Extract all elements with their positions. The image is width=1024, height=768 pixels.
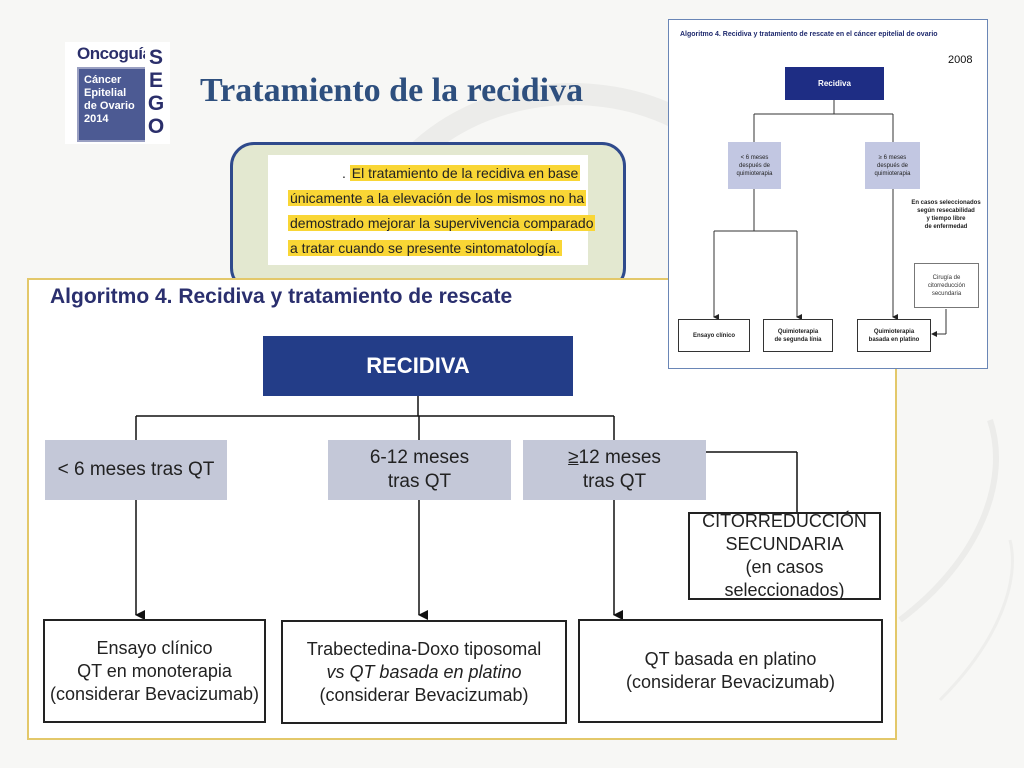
algorithm-title: Algoritmo 4. Recidiva y tratamiento de r… bbox=[50, 285, 513, 308]
reference-surgery-label: citorreducción bbox=[927, 282, 966, 289]
sego-letter: S bbox=[148, 46, 163, 69]
logo-line: 2014 bbox=[84, 113, 109, 125]
reference-surgery-label: secundaria bbox=[931, 290, 962, 297]
reference-outcome-node: Quimioterapia basada en platino bbox=[857, 319, 931, 352]
reference-branch-left: < 6 meses después de quimioterapia bbox=[728, 142, 781, 189]
reference-branch-label: ≥ 6 meses bbox=[878, 154, 907, 161]
reference-branch-right: ≥ 6 meses después de quimioterapia bbox=[865, 142, 920, 189]
branch-ge12-node: ≥12 meses tras QT bbox=[523, 440, 706, 500]
outcome-label: Trabectedina-Doxo tiposomal bbox=[306, 638, 542, 659]
ge-symbol: ≥ bbox=[568, 447, 579, 468]
outcome-label: (considerar Bevacizumab) bbox=[625, 672, 836, 692]
sego-logo: S E G O bbox=[145, 46, 167, 142]
sego-letter: G bbox=[147, 92, 165, 115]
excerpt-line: demostrado mejorar la supervivencia comp… bbox=[288, 215, 596, 231]
reference-outcome-node: Ensayo clínico bbox=[678, 319, 750, 352]
reference-note-line: En casos seleccionados bbox=[911, 200, 981, 206]
outcome-label: vs QT basada en platino bbox=[326, 661, 522, 682]
outcome-label: (considerar Bevacizumab) bbox=[49, 683, 260, 704]
logo-line: Cáncer bbox=[84, 74, 122, 86]
excerpt-card: . El tratamiento de la recidiva en base … bbox=[268, 155, 596, 265]
branch-label-text: 12 meses bbox=[578, 447, 661, 468]
branch-lt6-node: < 6 meses tras QT bbox=[45, 440, 227, 500]
branch-label: < 6 meses tras QT bbox=[57, 459, 215, 480]
excerpt-highlight: a tratar cuando se presente sintomatolog… bbox=[288, 240, 563, 256]
reference-outcome-label: basada en platino bbox=[868, 336, 920, 343]
outcome-label: QT en monoterapia bbox=[77, 660, 232, 681]
branch-label: tras QT bbox=[582, 471, 647, 492]
logo-box: Cáncer Epitelial de Ovario 2014 bbox=[77, 67, 157, 142]
cito-label: CITORREDUCCIÓN bbox=[702, 511, 867, 531]
reference-branch-label: después de bbox=[738, 162, 771, 169]
excerpt-highlight: demostrado mejorar la supervivencia comp… bbox=[288, 215, 596, 231]
outcome-node: Trabectedina-Doxo tiposomal vs QT basada… bbox=[281, 620, 567, 724]
slide-title: Tratamiento de la recidiva bbox=[200, 72, 584, 109]
cito-label: SECUNDARIA bbox=[725, 534, 844, 554]
excerpt-highlight: únicamente a la elevación de los mismos … bbox=[288, 190, 587, 206]
excerpt-line: . El tratamiento de la recidiva en base bbox=[342, 165, 581, 181]
reference-note: En casos seleccionados según resecabilid… bbox=[906, 199, 986, 231]
excerpt-line: a tratar cuando se presente sintomatolog… bbox=[288, 240, 563, 256]
branch-label: 6-12 meses bbox=[369, 447, 470, 468]
excerpt-prefix: . bbox=[342, 165, 350, 181]
reference-outcome-label: Quimioterapia bbox=[777, 328, 819, 335]
reference-surgery-label: Cirugía de bbox=[932, 274, 961, 281]
outcome-label: QT basada en platino bbox=[644, 649, 817, 669]
reference-note-line: y tiempo libre bbox=[926, 216, 966, 222]
branch-label: ≥12 meses bbox=[568, 446, 661, 470]
reference-branch-label: < 6 meses bbox=[740, 154, 769, 161]
reference-note-line: según resecabilidad bbox=[917, 208, 975, 214]
reference-outcome-label: Ensayo clínico bbox=[692, 332, 735, 339]
reference-note-line: de enfermedad bbox=[924, 224, 968, 230]
logo-brand: Oncoguía bbox=[77, 44, 152, 63]
reference-branch-label: después de bbox=[876, 162, 909, 169]
reference-branch-label: quimioterapia bbox=[874, 170, 911, 177]
sego-letter: O bbox=[147, 115, 165, 138]
outcome-label: Ensayo clínico bbox=[96, 637, 213, 658]
branch-label: tras QT bbox=[387, 471, 452, 492]
reference-outcome-label: Quimioterapia bbox=[873, 328, 915, 335]
recidiva-root-node: RECIDIVA bbox=[263, 336, 573, 396]
oncoguia-logo: Oncoguía Cáncer Epitelial de Ovario 2014… bbox=[65, 42, 170, 144]
reference-surgery-node: Cirugía de citorreducción secundaria bbox=[914, 263, 979, 308]
reference-outcome-node: Quimioterapia de segunda línia bbox=[763, 319, 833, 352]
citorreduccion-node: CITORREDUCCIÓN SECUNDARIA (en casos sele… bbox=[688, 511, 881, 600]
sego-letter: E bbox=[148, 69, 163, 92]
outcome-node: Ensayo clínico QT en monoterapia (consid… bbox=[43, 619, 266, 723]
branch-6-12-node: 6-12 meses tras QT bbox=[328, 440, 511, 500]
reference-outcome-label: de segunda línia bbox=[774, 336, 822, 343]
reference-figure-year: 2008 bbox=[948, 54, 973, 66]
excerpt-line: únicamente a la elevación de los mismos … bbox=[288, 190, 587, 206]
outcome-node: QT basada en platino (considerar Bevaciz… bbox=[578, 619, 883, 723]
outcome-label: (considerar Bevacizumab) bbox=[319, 684, 529, 705]
excerpt-highlight: El tratamiento de la recidiva en base bbox=[349, 165, 581, 181]
reference-figure-title: Algoritmo 4. Recidiva y tratamiento de r… bbox=[680, 31, 938, 38]
reference-recidiva-node: Recidiva bbox=[785, 67, 884, 100]
reference-branch-label: quimioterapia bbox=[736, 170, 773, 177]
logo-line: Epitelial bbox=[84, 87, 127, 99]
logo-line: de Ovario bbox=[84, 100, 135, 112]
cito-label: (en casos seleccionados) bbox=[724, 557, 845, 600]
